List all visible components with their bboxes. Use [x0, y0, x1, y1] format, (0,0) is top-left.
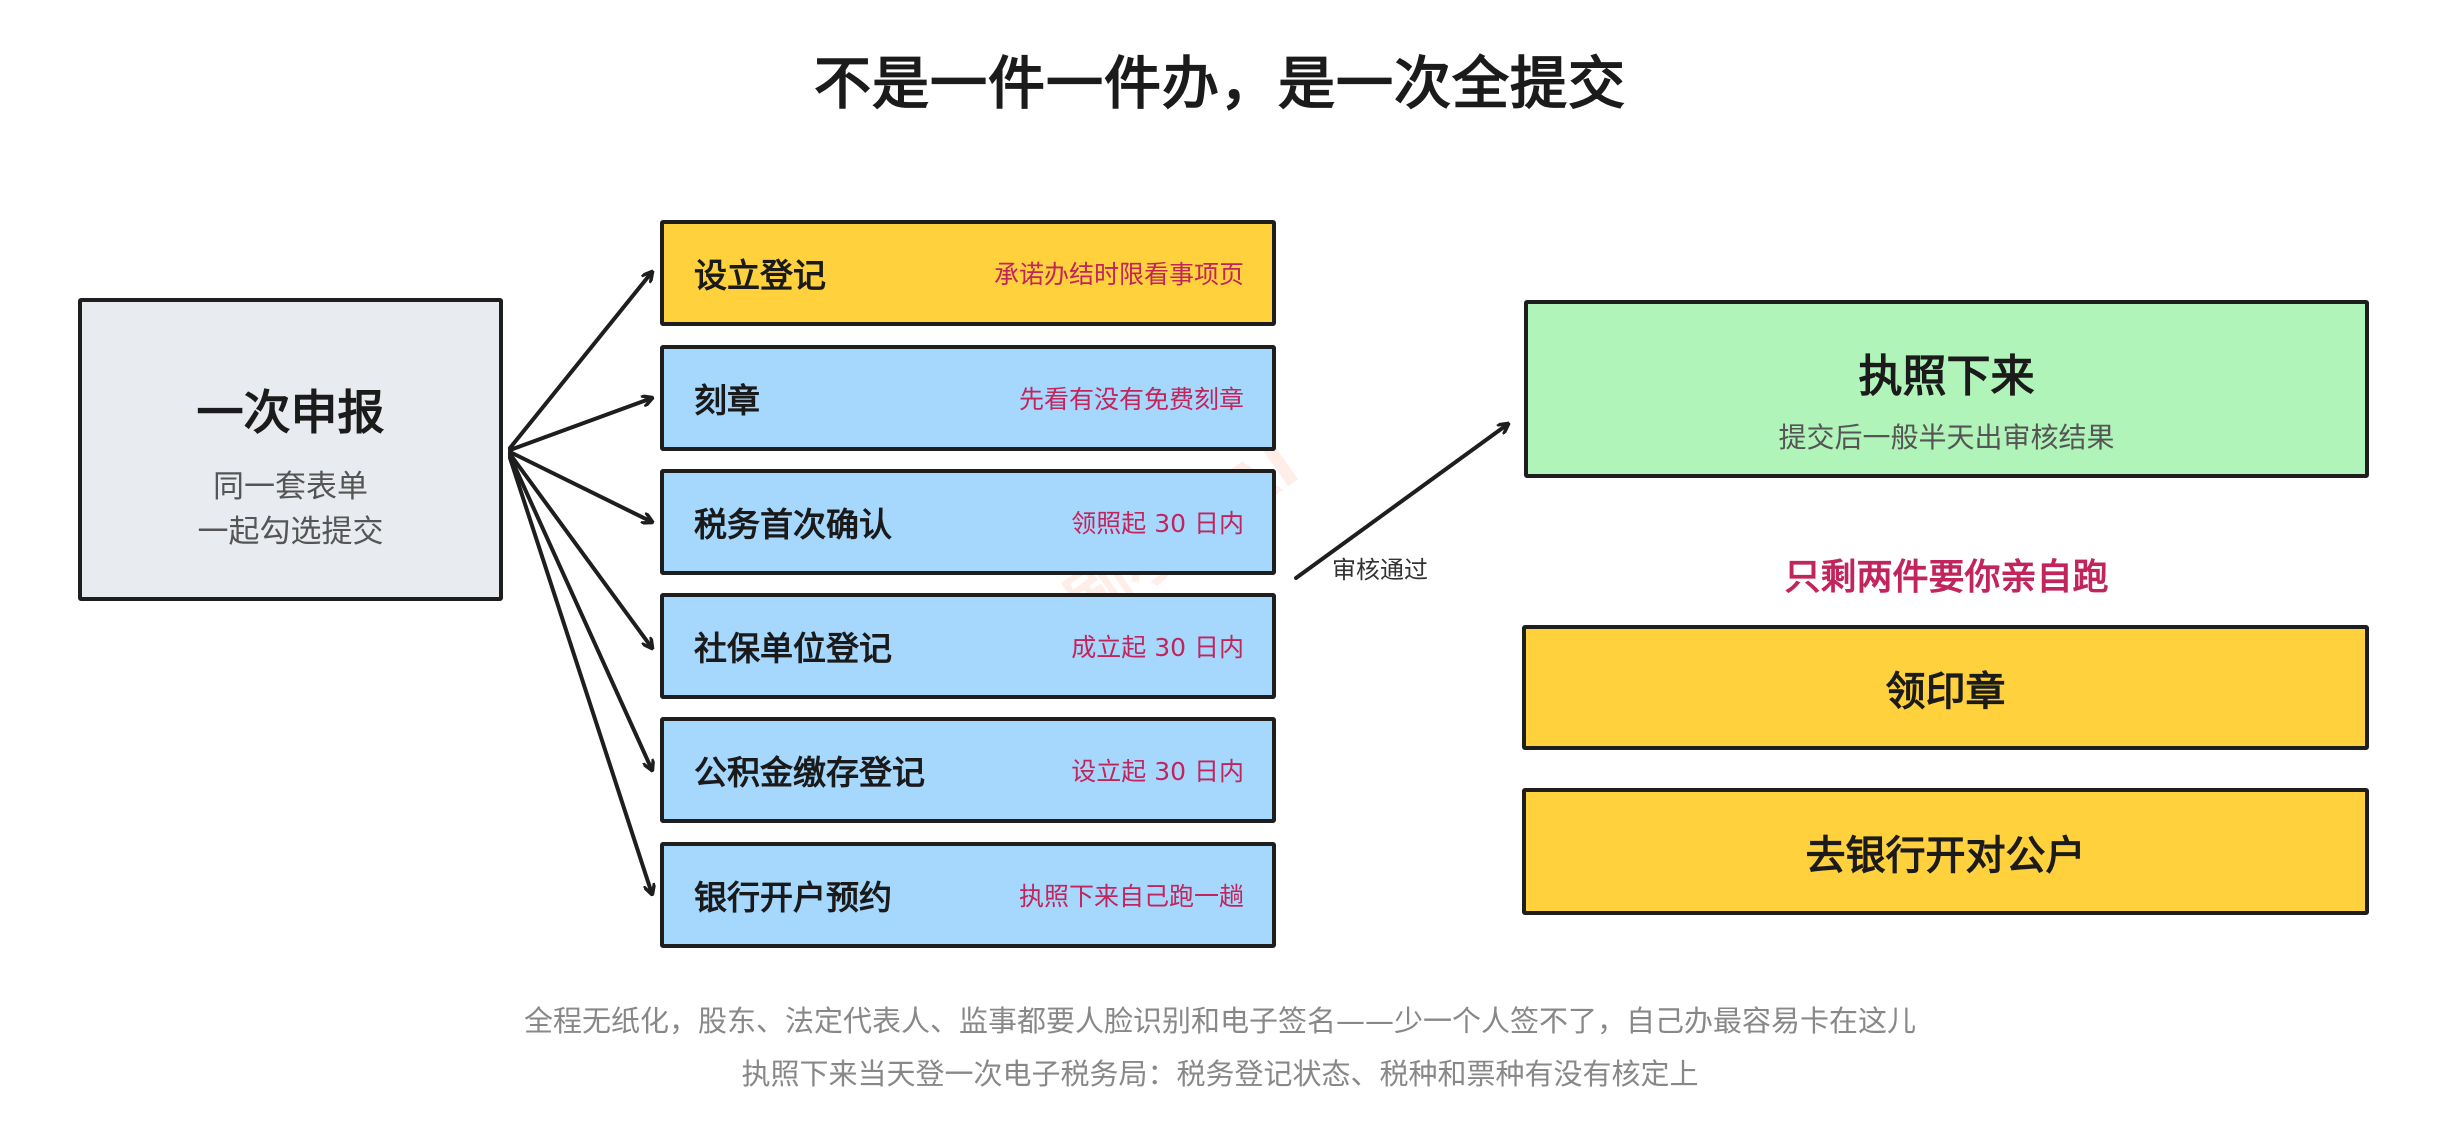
- item-note: 领照起 30 日内: [1071, 509, 1244, 538]
- item-label: 社保单位登记: [694, 629, 892, 668]
- item-box: 公积金缴存登记 设立起 30 日内: [660, 717, 1276, 823]
- item-box: 设立登记 承诺办结时限看事项页: [660, 220, 1276, 326]
- source-box: 一次申报 同一套表单 一起勾选提交: [78, 298, 503, 601]
- result-box: 执照下来 提交后一般半天出审核结果: [1524, 300, 2369, 478]
- result-title: 执照下来: [1858, 351, 2035, 402]
- result-subtitle: 提交后一般半天出审核结果: [1778, 421, 2115, 454]
- footnote: 执照下来当天登一次电子税务局：税务登记状态、税种和票种有没有核定上: [741, 1057, 1699, 1091]
- item-label: 银行开户预约: [694, 878, 892, 917]
- arrow-to-result: [1294, 424, 1508, 580]
- footnote: 全程无纸化，股东、法定代表人、监事都要人脸识别和电子签名——少一个人签不了，自己…: [523, 1004, 1916, 1038]
- item-note: 成立起 30 日内: [1071, 633, 1244, 662]
- arrow-to-item-4: [508, 452, 652, 648]
- source-sub-line-1: 同一套表单: [213, 469, 368, 505]
- item-label: 刻章: [694, 381, 760, 420]
- source-subtitle: 同一套表单 一起勾选提交: [82, 465, 499, 555]
- item-label: 公积金缴存登记: [694, 753, 925, 792]
- item-box: 税务首次确认 领照起 30 日内: [660, 469, 1276, 575]
- arrow-to-item-1: [508, 272, 652, 450]
- item-label: 税务首次确认: [694, 505, 892, 544]
- review-label: 审核通过: [1332, 556, 1428, 584]
- arrow-to-item-2: [508, 398, 652, 452]
- source-sub-line-2: 一起勾选提交: [197, 514, 384, 550]
- item-label: 设立登记: [694, 256, 826, 295]
- emphasis-text: 只剩两件要你亲自跑: [1784, 557, 2109, 598]
- followup-box: 去银行开对公户: [1522, 788, 2369, 915]
- item-note: 设立起 30 日内: [1071, 757, 1244, 786]
- item-box: 银行开户预约 执照下来自己跑一趟: [660, 842, 1276, 948]
- followup-box: 领印章: [1522, 625, 2369, 750]
- arrow-to-item-5: [508, 454, 652, 770]
- arrow-to-item-6: [508, 456, 652, 894]
- arrow-to-item-3: [508, 450, 652, 522]
- item-box: 刻章 先看有没有免费刻章: [660, 345, 1276, 451]
- item-note: 承诺办结时限看事项页: [993, 260, 1244, 289]
- item-note: 先看有没有免费刻章: [1018, 385, 1244, 414]
- item-note: 执照下来自己跑一趟: [1018, 882, 1244, 911]
- page-title: 不是一件一件办，是一次全提交: [814, 51, 1626, 117]
- source-title: 一次申报: [196, 386, 385, 441]
- item-box: 社保单位登记 成立起 30 日内: [660, 593, 1276, 699]
